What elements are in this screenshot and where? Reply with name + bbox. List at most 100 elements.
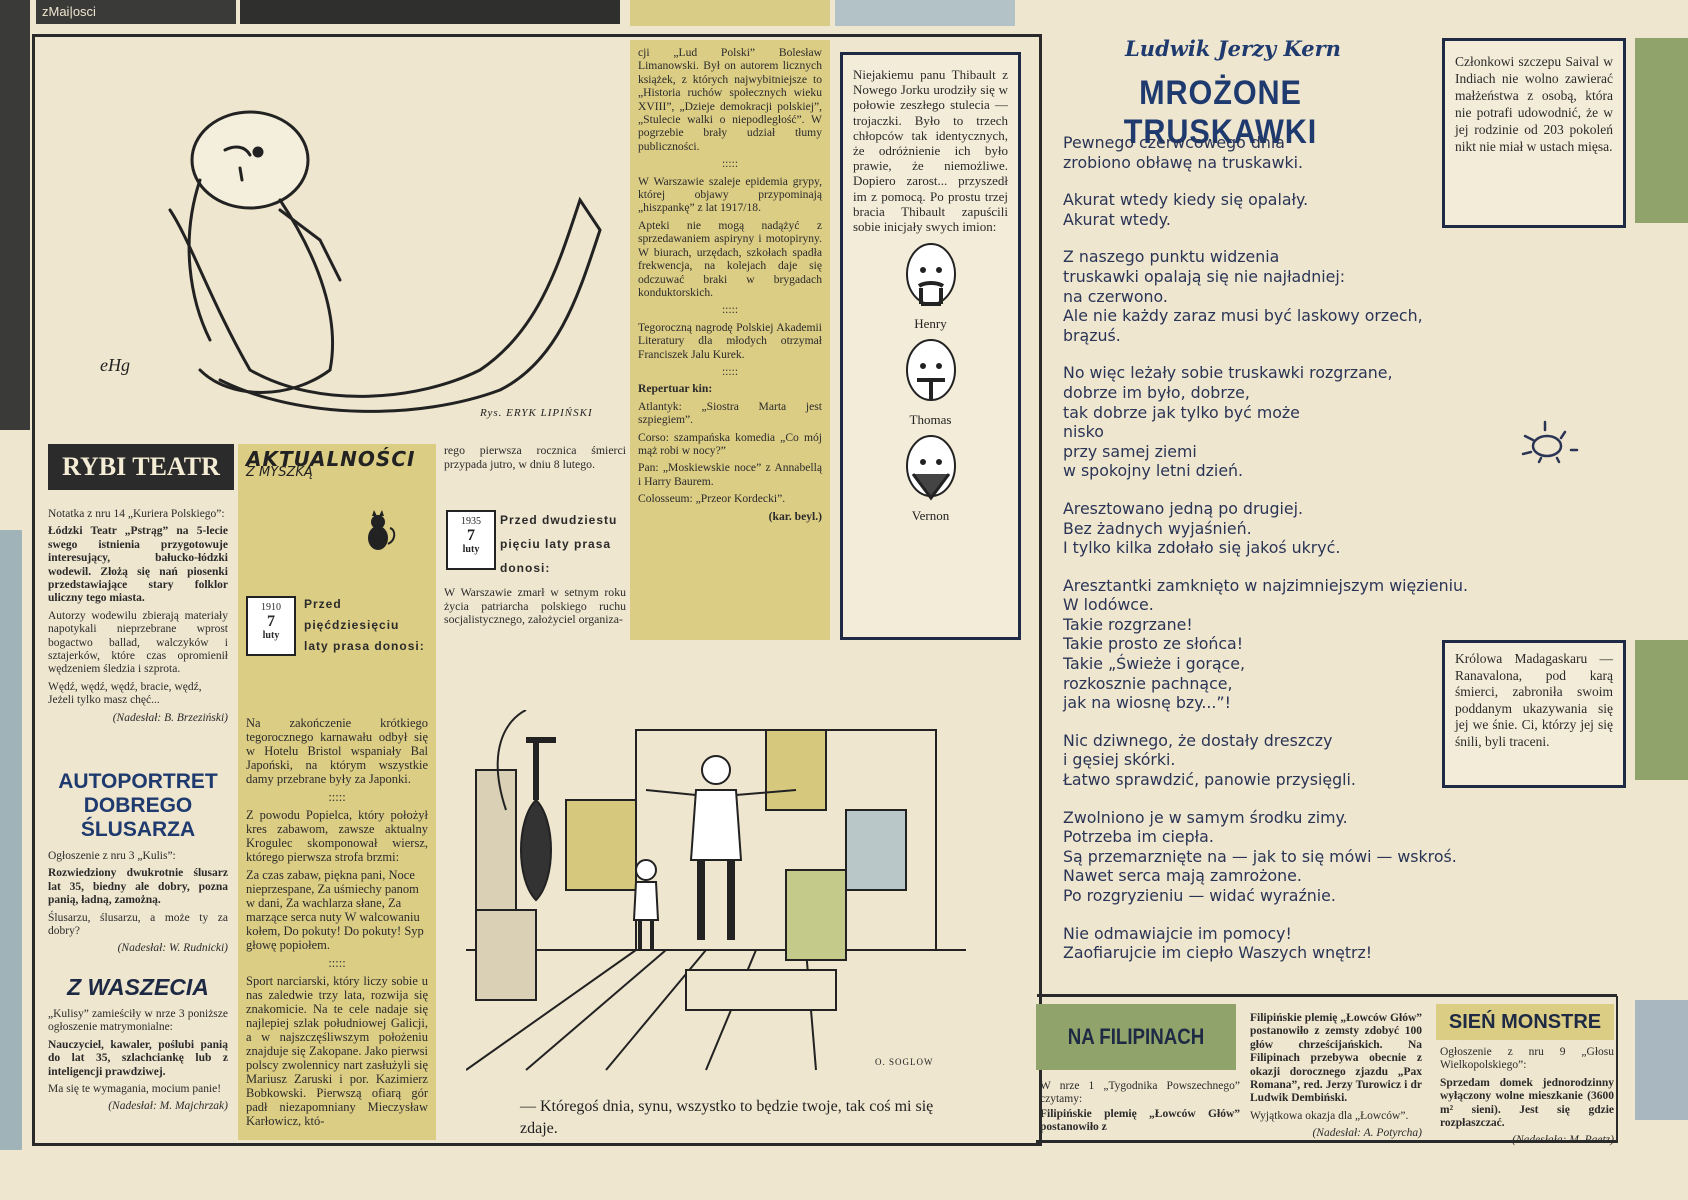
poem-line: Aresztantki zamknięto w najzimniejszym w…: [1063, 575, 1469, 595]
center-para-bottom: W Warszawie zmarł w setnym roku życia pa…: [444, 585, 626, 627]
date-1910-day: 7: [267, 613, 275, 630]
rybi-para-3: Autorzy wodewilu zbierają materiały napo…: [48, 609, 228, 676]
rybi-teatr-title: RYBI TEATR: [48, 444, 234, 490]
right-green-strip-1: [1635, 38, 1688, 223]
middle-para-9: Colosseum: „Przeor Kordecki”.: [638, 492, 786, 506]
autoportret-title: AUTOPORTRET DOBREGO ŚLUSARZA: [58, 770, 218, 841]
rybi-para-5: Jeżeli tylko masz chęć...: [48, 694, 160, 707]
z-waszecia-para-2: Nauczyciel, kawaler, poślubi panią do la…: [48, 1038, 228, 1078]
middle-sep-1: :::::: [721, 157, 739, 171]
poem-line: brązuś.: [1063, 325, 1121, 345]
middle-para-8: Pan: „Moskiewskie noce” z Annabellą i Ha…: [638, 461, 822, 488]
poem-title: MROŻONE TRUSKAWKI: [1123, 74, 1318, 151]
cat-icon: [368, 510, 396, 550]
date-box-1935: 1935 7 luty: [446, 510, 496, 570]
z-waszecia-body: „Kulisy” zamieściły w nrze 3 poniższe og…: [48, 1008, 228, 1118]
poem-line: I tylko kilka zdołało się jakoś ukryć.: [1063, 538, 1341, 558]
face-vernon: Vernon: [843, 434, 1018, 524]
poem-line: Są przemarznięte na — jak to się mówi — …: [1063, 846, 1457, 866]
top-dark-strip: [240, 0, 620, 24]
poem-stanza: Nie odmawiajcie im pomocy!Zaofiarujcie i…: [1063, 924, 1543, 963]
aktualnosci-headline: Przed pięćdziesięciu laty prasa donosi:: [304, 597, 425, 653]
poem-line: W lodówce.: [1063, 595, 1154, 615]
z-waszecia-title: Z WASZECIA: [67, 974, 209, 1000]
poem-author: Ludwik Jerzy Kern: [1125, 36, 1341, 61]
filipinach-title: NA FILIPINACH: [1067, 1024, 1205, 1049]
filipinach-para-2: Filipińskie plemię „Łowców Głów” postano…: [1250, 1012, 1422, 1105]
center-para-top: rego pierwsza rocznica śmierci przypada …: [444, 443, 626, 471]
rybi-teatr-body: Notatka z nru 14 „Kuriera Polskiego”: Łó…: [48, 508, 228, 729]
filipinach-para-1: W nrze 1 „Tygodnika Powszechnego” czytam…: [1040, 1080, 1240, 1106]
poem-line: Łatwo sprawdzić, panowie przysięgli.: [1063, 770, 1356, 790]
middle-para-3: Apteki nie mogą nadążyć z sprzedawaniem …: [638, 218, 822, 299]
poem-stanza: Akurat wtedy kiedy się opalały.Akurat wt…: [1063, 190, 1543, 229]
date-1935-year: 1935: [461, 516, 481, 527]
filipinach-column-2: Filipińskie plemię „Łowców Głów” postano…: [1040, 1108, 1240, 1135]
left-blue-strip: [0, 530, 22, 1150]
aktualnosci-column: AKTUALNOŚCI Z MYSZKĄ 1910 7 luty Przed p…: [238, 444, 436, 1140]
poem-frame: [1037, 34, 1617, 997]
right-green-strip-2: [1635, 640, 1688, 780]
aktualnosci-sep-1: :::::: [328, 790, 346, 804]
henry-face-icon: [905, 243, 956, 307]
poem-line: tak dobrze jak tylko być może: [1063, 402, 1300, 422]
poem-line: Akurat wtedy kiedy się opalały.: [1063, 190, 1309, 210]
middle-signature: (kar. beyl.): [768, 509, 822, 523]
poem-line: Takie rozgrzane!: [1063, 614, 1193, 634]
aktualnosci-subtitle: Z MYSZKĄ: [246, 465, 313, 480]
poem-line: Zwolniono je w samym środku zimy.: [1063, 807, 1348, 827]
thomas-face-icon: [905, 339, 956, 402]
middle-para-6: Atlantyk: „Siostra Marta jest szpiegiem”…: [638, 399, 822, 427]
top-yellow-strip: [630, 0, 830, 26]
studio-cartoon: [465, 709, 966, 1080]
center-small-column: rego pierwsza rocznica śmierci przypada …: [444, 443, 626, 475]
column-middle: cji „Lud Polski” Bolesław Limanowski. By…: [630, 40, 830, 640]
poem-line: rozkosznie pachnące,: [1063, 673, 1233, 693]
top-blue-strip: [835, 0, 1015, 26]
middle-sep-2: :::::: [721, 303, 739, 317]
monstre-title: SIEŃ MONSTRE: [1448, 1011, 1602, 1033]
poem-line: Po rozgryzieniu — widać wyraźnie.: [1063, 886, 1336, 905]
middle-para-5: Repertuar kin:: [638, 382, 713, 396]
studio-caption: — Któregoś dnia, synu, wszystko to będzi…: [520, 1098, 934, 1137]
left-dark-strip: [0, 0, 30, 430]
date-1935-month: luty: [462, 544, 480, 555]
autoportret-body: Ogłoszenie z nru 3 „Kulis”: Rozwiedziony…: [48, 850, 228, 960]
poem-line: Bez żadnych wyjaśnień.: [1063, 518, 1252, 538]
poem-line: w spokojny letni dzień.: [1063, 461, 1244, 481]
autoportret-signature: (Nadesłał: W. Rudnicki): [117, 942, 228, 955]
middle-sep-3: :::::: [721, 364, 739, 378]
vernon-face-icon: [905, 435, 956, 501]
poem-line: Nic dziwnego, że dostały dreszczy: [1063, 730, 1333, 750]
aktualnosci-poem: Za czas zabaw, piękna pani, Noce nieprze…: [246, 868, 424, 952]
rybi-signature: (Nadesłał: B. Brzeziński): [112, 711, 228, 724]
right-blue-strip: [1635, 1000, 1688, 1120]
box-saival-text: Członkowi szczepu Saival w Indiach nie w…: [1455, 54, 1613, 154]
monstre-para-1: Ogłoszenie z nru 9 „Głosu Wielkopolskieg…: [1440, 1046, 1614, 1072]
poem-line: przy samej ziemi: [1063, 441, 1197, 461]
face-thomas: Thomas: [843, 338, 1018, 428]
box-saival: Członkowi szczepu Saival w Indiach nie w…: [1442, 38, 1626, 228]
middle-para-4: Tegoroczną nagrodę Polskiej Akademii Lit…: [638, 320, 822, 361]
center-para-bottom-wrap: W Warszawie zmarł w setnym roku życia pa…: [444, 585, 626, 631]
crying-man-illustration: [168, 110, 602, 413]
z-waszecia-para-1: „Kulisy” zamieściły w nrze 3 poniższe og…: [48, 1008, 228, 1034]
aktualnosci-sep-2: :::::: [328, 956, 346, 970]
triplets-box: Niejakiemu panu Thibault z Nowego Jorku …: [840, 52, 1021, 640]
center-headline: Przed dwudziestu pięciu laty prasa donos…: [500, 513, 618, 575]
poem-stanza: No więc leżały sobie truskawki rozgrzane…: [1063, 363, 1543, 481]
face-henry: Henry: [843, 242, 1018, 332]
filipinach-signature: (Nadesłał: A. Potyrcha): [1312, 1127, 1422, 1140]
poem-line: Z naszego punktu widzenia: [1063, 247, 1280, 267]
bottom-right-frame: [1036, 996, 1618, 1143]
poem-line: i gęsiej skórki.: [1063, 750, 1176, 770]
autoportret-para-3: Ślusarzu, ślusarzu, a może ty za dobry?: [48, 911, 228, 938]
box-madagascar: Królowa Madagaskaru — Ranavalona, pod ka…: [1442, 640, 1626, 788]
poem-line: No więc leżały sobie truskawki rozgrzane…: [1063, 363, 1393, 383]
z-waszecia-para-3: Ma się te wymagania, mocium panie!: [48, 1083, 222, 1096]
cartoon-signature: eHg: [100, 355, 130, 375]
poem-line: dobrze im było, dobrze,: [1063, 382, 1250, 402]
